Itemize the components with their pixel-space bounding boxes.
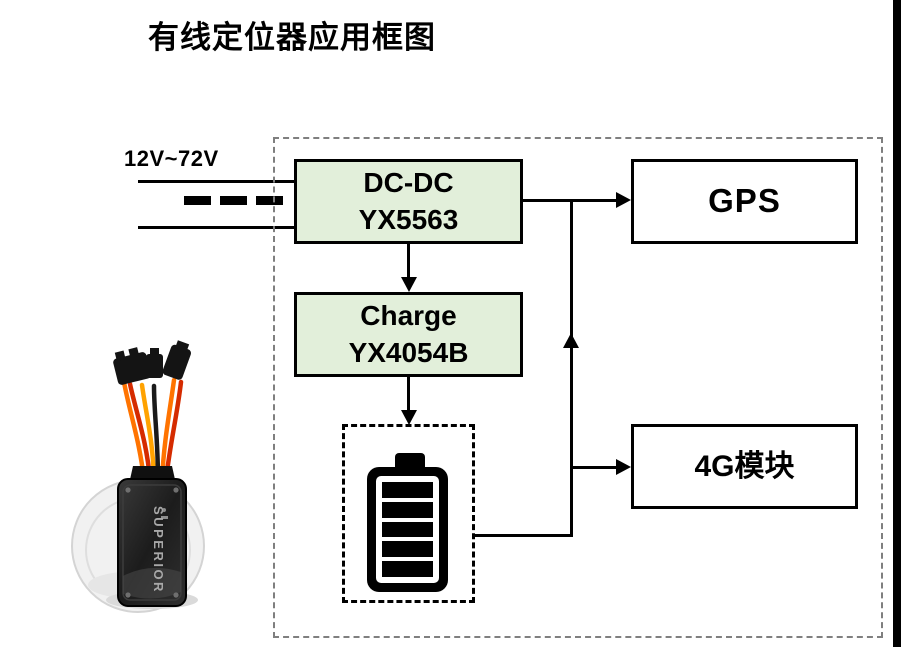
battery-cells bbox=[376, 476, 439, 583]
dcdc-name: DC-DC bbox=[363, 167, 454, 199]
system-boundary-box bbox=[273, 137, 883, 638]
charge-block: Charge YX4054B bbox=[294, 292, 523, 377]
line-charge-to-battery bbox=[407, 376, 410, 412]
4g-module-block: 4G模块 bbox=[631, 424, 858, 509]
arrowhead-into-gps-icon bbox=[616, 192, 631, 208]
dcdc-block: DC-DC YX5563 bbox=[294, 159, 523, 244]
arrowhead-into-4g-icon bbox=[616, 459, 631, 475]
battery-full-icon bbox=[367, 467, 448, 592]
line-dcdc-to-charge bbox=[407, 243, 410, 279]
charge-part-number: YX4054B bbox=[348, 336, 469, 368]
line-battery-rail bbox=[570, 199, 573, 537]
tracker-device: SUPERIOR bbox=[117, 478, 187, 607]
diagram-title: 有线定位器应用框图 bbox=[148, 20, 436, 55]
connector-left-icon bbox=[113, 347, 152, 385]
battery-box bbox=[342, 424, 475, 603]
connector-middle-icon bbox=[146, 348, 163, 378]
arrowhead-up-rail-icon bbox=[563, 333, 579, 348]
gps-label: GPS bbox=[708, 182, 781, 220]
power-ellipsis-dashes bbox=[184, 196, 283, 205]
battery-bar bbox=[382, 561, 433, 577]
power-wire-top bbox=[138, 180, 294, 183]
power-input-label: 12V~72V bbox=[124, 146, 219, 171]
battery-bar bbox=[382, 482, 433, 498]
brand-label: SUPERIOR bbox=[151, 506, 166, 594]
battery-bar bbox=[382, 501, 433, 518]
line-battery-out bbox=[475, 534, 573, 537]
arrowhead-into-charge-icon bbox=[401, 277, 417, 292]
dash bbox=[220, 196, 247, 205]
dash bbox=[184, 196, 211, 205]
4g-module-label: 4G模块 bbox=[694, 450, 795, 483]
arrowhead-into-battery-icon bbox=[401, 410, 417, 425]
dash bbox=[256, 196, 283, 205]
connector-right-icon bbox=[162, 340, 192, 380]
dcdc-part-number: YX5563 bbox=[358, 203, 459, 235]
power-wire-bottom bbox=[138, 226, 294, 229]
battery-bar bbox=[382, 521, 433, 538]
wire-harness bbox=[121, 377, 184, 483]
battery-bar bbox=[382, 541, 433, 558]
line-to-4g bbox=[571, 466, 619, 469]
battery-terminal bbox=[395, 453, 425, 467]
product-photo: SUPERIOR bbox=[71, 340, 205, 613]
charge-name: Charge bbox=[360, 300, 457, 332]
right-edge-bar bbox=[893, 0, 901, 647]
gps-block: GPS bbox=[631, 159, 858, 244]
